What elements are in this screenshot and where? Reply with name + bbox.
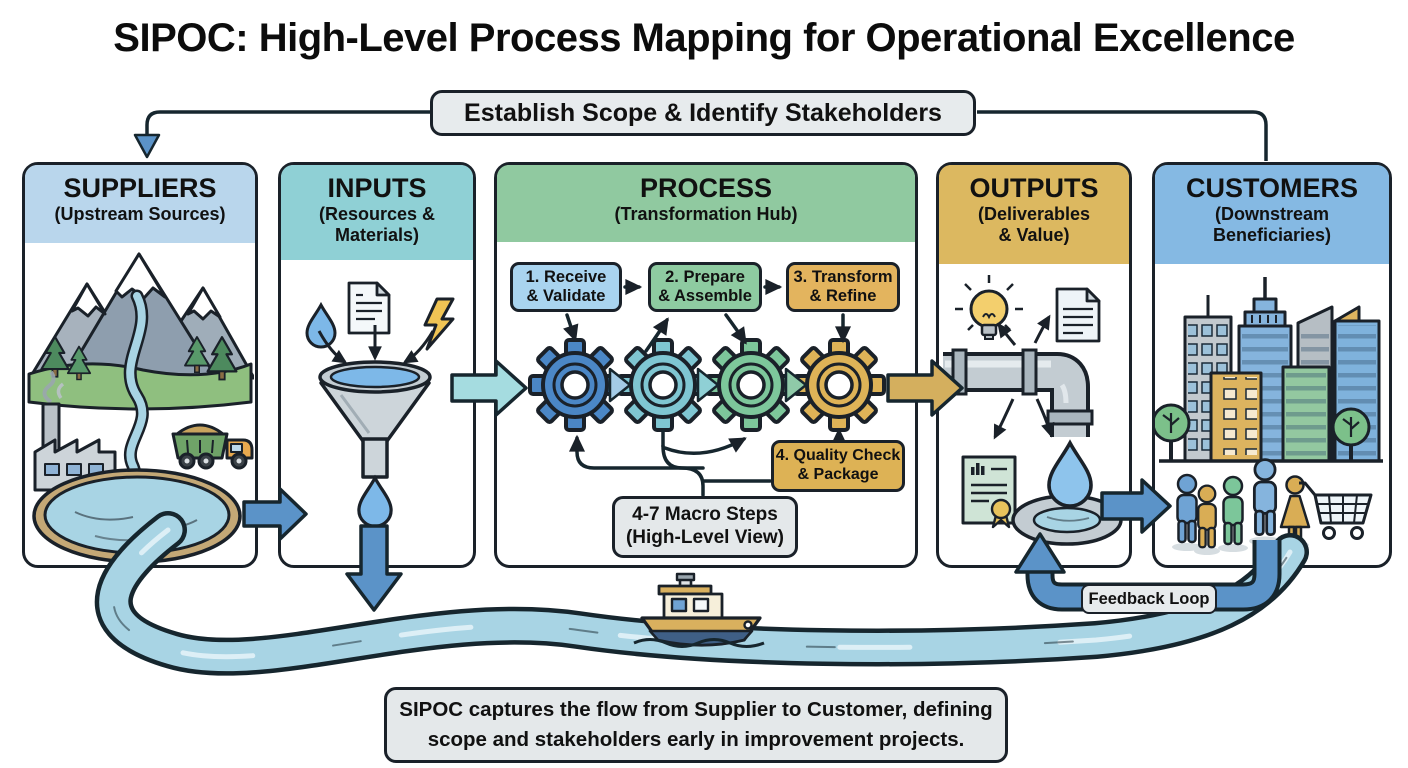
column-outputs: OUTPUTS (Deliverables & Value) — [936, 162, 1132, 568]
shopping-cart-icon — [1299, 481, 1373, 540]
column-customers: CUSTOMERS (Downstream Beneficiaries) — [1152, 162, 1392, 568]
process-step-2: 2. Prepare & Assemble — [648, 262, 762, 312]
outputs-illustration — [943, 275, 1123, 546]
inputs-header: INPUTS (Resources & Materials) — [281, 165, 473, 260]
scope-connector-left — [133, 110, 430, 159]
certificate-icon — [961, 455, 1017, 529]
document-icon — [1055, 287, 1101, 343]
outputs-subtitle: (Deliverables & Value) — [977, 204, 1091, 245]
scope-banner: Establish Scope & Identify Stakeholders — [430, 90, 976, 136]
water-droplet-icon — [1047, 441, 1093, 508]
inputs-subtitle: (Resources & Materials) — [318, 204, 436, 245]
tree-icon — [1331, 407, 1371, 461]
inputs-illustration — [305, 281, 455, 528]
suppliers-illustration — [27, 252, 254, 564]
water-droplet-icon — [305, 303, 337, 349]
output-flow-arrows — [993, 314, 1055, 440]
customers-illustration — [1155, 277, 1383, 555]
suppliers-header: SUPPLIERS (Upstream Sources) — [25, 165, 255, 243]
suppliers-title: SUPPLIERS — [63, 173, 217, 203]
water-droplet-icon — [357, 476, 393, 528]
process-subtitle: (Transformation Hub) — [614, 204, 798, 225]
city-skyline-icon — [1183, 277, 1381, 463]
people-group-icon — [1172, 458, 1311, 555]
page-title: SIPOC: High-Level Process Mapping for Op… — [113, 16, 1295, 60]
lightning-icon — [423, 297, 455, 351]
suppliers-subtitle: (Upstream Sources) — [54, 204, 226, 225]
diagram-caption: SIPOC captures the flow from Supplier to… — [384, 687, 1008, 763]
document-icon — [347, 281, 391, 335]
funnel-icon — [318, 360, 432, 479]
feedback-loop-label: Feedback Loop — [1081, 584, 1217, 614]
process-title: PROCESS — [639, 173, 773, 203]
column-suppliers: SUPPLIERS (Upstream Sources) — [22, 162, 258, 568]
scope-connector-right — [977, 110, 1268, 161]
lightbulb-icon — [955, 275, 1023, 340]
customers-subtitle: (Downstream Beneficiaries) — [1212, 204, 1332, 245]
pond-icon — [32, 468, 242, 564]
process-step-3: 3. Transform & Refine — [786, 262, 900, 312]
column-inputs: INPUTS (Resources & Materials) — [278, 162, 476, 568]
inputs-title: INPUTS — [327, 173, 427, 203]
customers-header: CUSTOMERS (Downstream Beneficiaries) — [1155, 165, 1389, 264]
customers-title: CUSTOMERS — [1185, 173, 1359, 203]
input-flow-arrows — [317, 325, 435, 364]
macro-steps-note: 4-7 Macro Steps (High-Level View) — [612, 496, 798, 558]
tree-icon — [1155, 403, 1191, 460]
process-header: PROCESS (Transformation Hub) — [497, 165, 915, 242]
outputs-header: OUTPUTS (Deliverables & Value) — [939, 165, 1129, 264]
pipe-icon — [943, 348, 1094, 437]
outputs-title: OUTPUTS — [969, 173, 1099, 203]
process-step-4: 4. Quality Check & Package — [771, 440, 905, 492]
boat-icon — [633, 572, 765, 648]
process-step-1: 1. Receive & Validate — [510, 262, 622, 312]
dump-truck-icon — [171, 423, 254, 470]
